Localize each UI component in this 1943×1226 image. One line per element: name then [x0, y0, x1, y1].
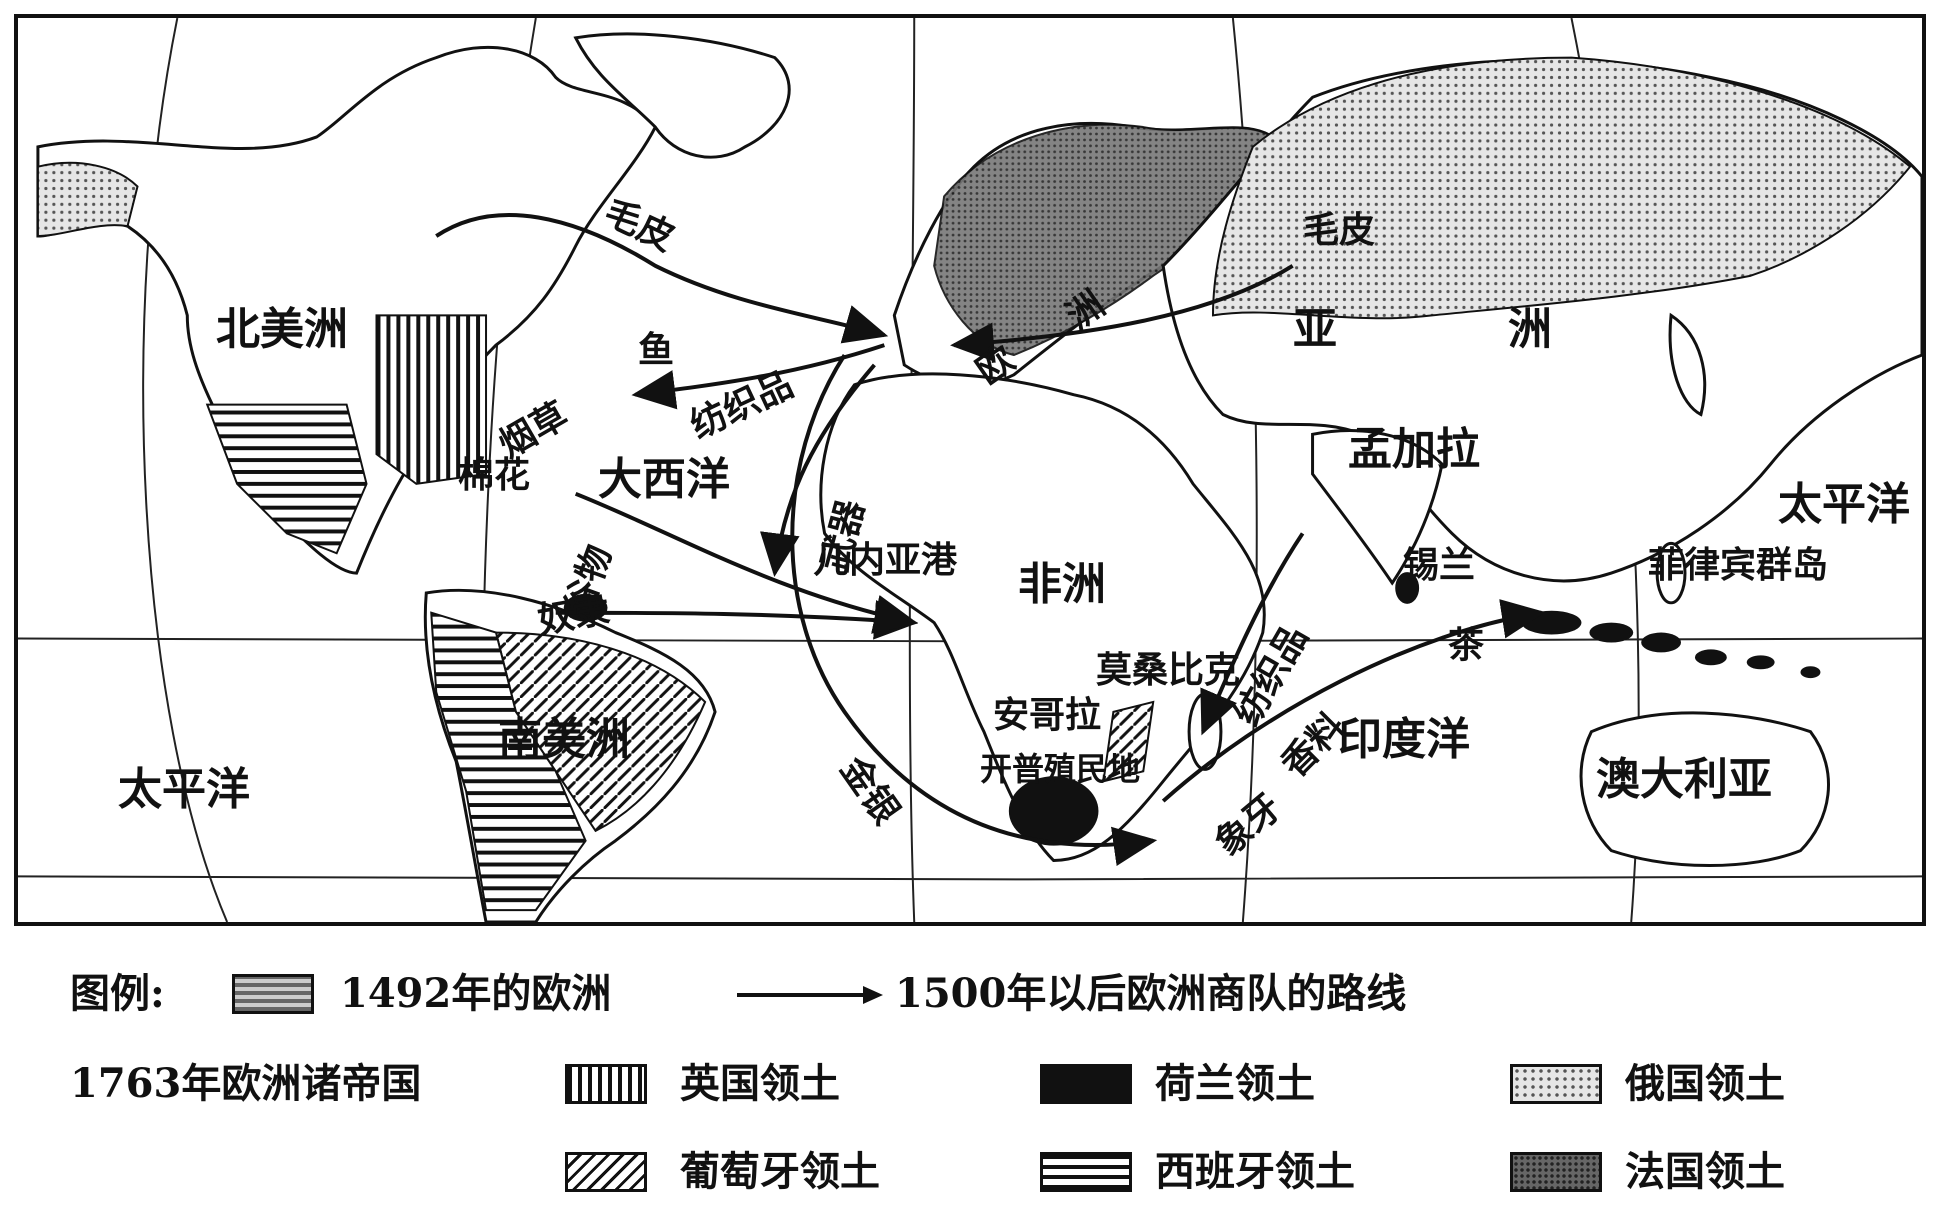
label-africa: 非洲 — [1018, 559, 1106, 610]
legend-title: 图例: — [70, 970, 165, 1017]
legend-portuguese: 葡萄牙领土 — [680, 1148, 880, 1195]
legend-swatch-dutch — [1040, 1064, 1132, 1104]
india-landmass — [1311, 429, 1444, 586]
russian-territory-alaska — [36, 161, 139, 238]
north-america-landmass — [36, 45, 658, 575]
label-asia-2: 洲 — [1508, 304, 1552, 355]
route-atlantic-to-america — [631, 343, 885, 410]
route-america-to-guinea — [574, 491, 919, 634]
label-fur-asia: 毛皮 — [1303, 210, 1376, 251]
legend-british: 英国领土 — [680, 1060, 840, 1107]
world-trade-map: 北美洲 南美洲 非洲 亚 洲 欧 洲 澳大利亚 大西洋 太平洋 太平洋 印度洋 … — [14, 14, 1926, 926]
map-graphic — [18, 18, 1922, 922]
label-australia: 澳大利亚 — [1596, 754, 1772, 805]
australia-landmass — [1579, 711, 1830, 867]
label-ceylon: 锡兰 — [1403, 545, 1476, 586]
legend-swatch-spanish — [1040, 1152, 1132, 1192]
label-indian-ocean: 印度洋 — [1338, 714, 1470, 765]
label-guinea-port: 几内亚港 — [813, 540, 958, 581]
legend-routes: 1500年以后欧洲商队的路线 — [895, 970, 1407, 1017]
british-territory-na — [375, 314, 488, 485]
legend-swatch-europe-1492 — [232, 974, 314, 1014]
legend-spanish: 西班牙领土 — [1155, 1148, 1355, 1195]
legend-route-arrow-icon — [737, 986, 883, 1004]
legend-europe-1492: 1492年的欧洲 — [340, 970, 612, 1017]
label-philippines: 菲律宾群岛 — [1648, 545, 1829, 586]
route-to-guinea — [760, 363, 876, 578]
label-fish: 鱼 — [638, 330, 675, 371]
legend-dutch: 荷兰领土 — [1155, 1060, 1315, 1107]
label-south-america: 南美洲 — [498, 714, 630, 765]
label-asia-1: 亚 — [1293, 304, 1337, 355]
label-atlantic: 大西洋 — [598, 454, 730, 505]
label-north-america: 北美洲 — [216, 304, 348, 355]
legend-swatch-portuguese — [565, 1152, 647, 1192]
africa-landmass — [819, 372, 1266, 863]
legend-french: 法国领土 — [1625, 1148, 1785, 1195]
route-fur-asia — [950, 264, 1294, 363]
portuguese-territory-brazil — [494, 631, 707, 833]
trade-routes — [435, 213, 1546, 866]
japan-islands — [1668, 312, 1707, 417]
spanish-territory-na — [205, 403, 368, 555]
label-mozambique: 莫桑比克 — [1096, 650, 1241, 691]
spanish-territory-sa — [430, 611, 587, 912]
label-cape-colony: 开普殖民地 — [980, 750, 1141, 788]
dutch-territory-cape — [1008, 776, 1099, 846]
label-tea: 茶 — [1448, 625, 1485, 666]
label-pacific-west: 太平洋 — [118, 764, 250, 815]
map-legend: 图例: 1492年的欧洲 1500年以后欧洲商队的路线 1763年欧洲诸帝国 英… — [0, 930, 1943, 1226]
portuguese-territory-mozambique — [1102, 700, 1155, 783]
arctic-islands — [573, 32, 791, 159]
label-pacific-east: 太平洋 — [1778, 479, 1910, 530]
route-around-africa — [790, 353, 1158, 866]
legend-swatch-russian — [1510, 1064, 1602, 1104]
route-india-textiles — [1200, 532, 1305, 736]
label-cotton: 棉花 — [458, 455, 531, 496]
dutch-east-indies — [1521, 610, 1821, 679]
label-bengal: 孟加拉 — [1348, 424, 1480, 475]
ceylon-island — [1395, 572, 1420, 604]
russian-territory-siberia — [1211, 56, 1912, 320]
route-slaves — [555, 600, 919, 640]
philippine-islands-shape — [1655, 541, 1687, 605]
route-fur-america — [435, 213, 889, 344]
label-angola: 安哥拉 — [993, 695, 1102, 736]
legend-empires-1763: 1763年欧洲诸帝国 — [70, 1060, 422, 1107]
legend-swatch-french — [1510, 1152, 1602, 1192]
legend-russian: 俄国领土 — [1625, 1060, 1785, 1107]
legend-swatch-british — [565, 1064, 647, 1104]
route-india-east — [1161, 599, 1546, 803]
